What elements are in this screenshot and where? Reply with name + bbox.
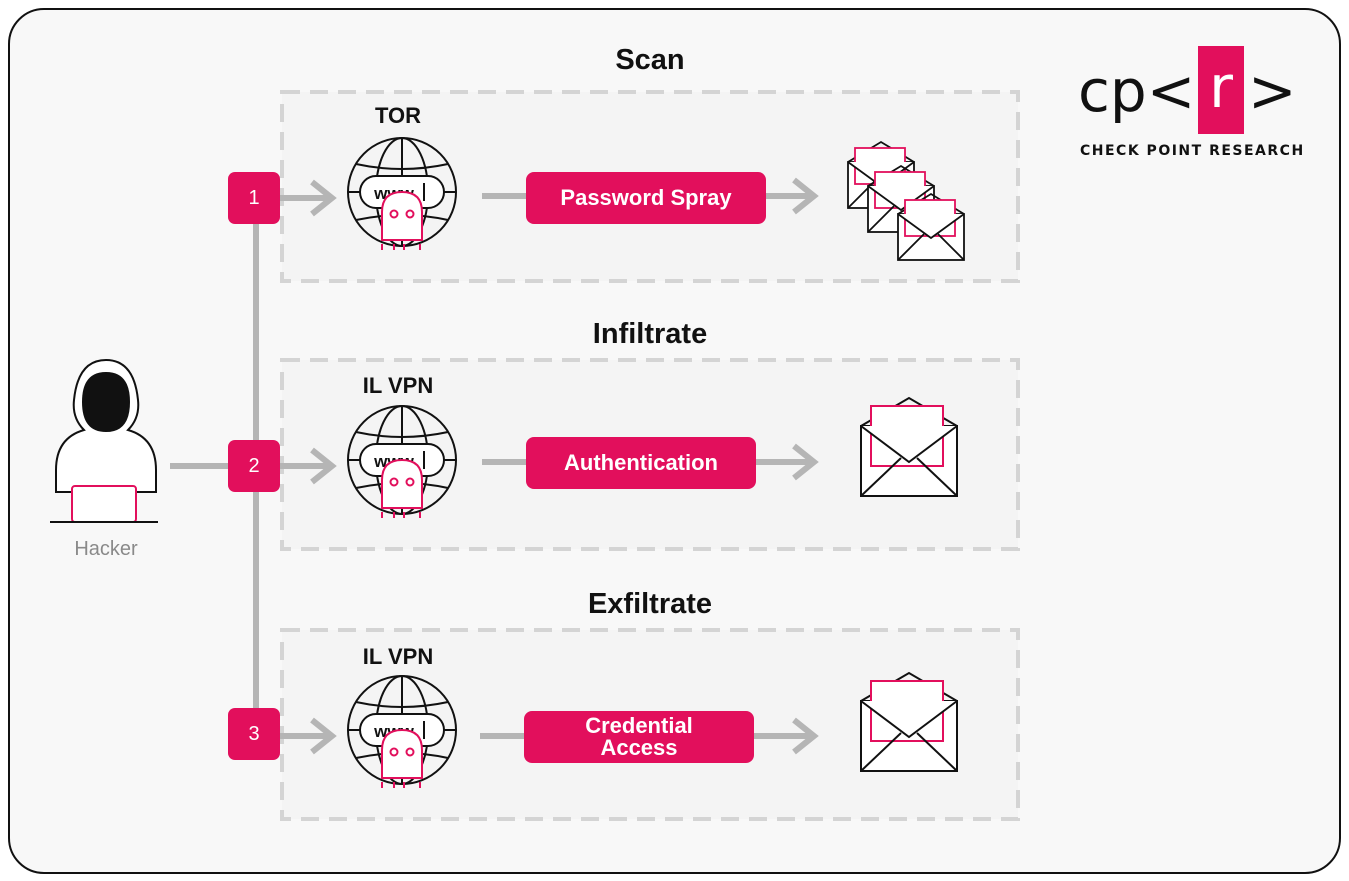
stage-title-infiltrate: Infiltrate — [592, 318, 708, 350]
step-badge-2: 2 — [228, 440, 280, 492]
action-pill-credential-access: Credential Access — [524, 711, 754, 763]
arrow-step-to-network — [280, 179, 337, 755]
logo-prefix: cp< — [1078, 57, 1196, 125]
network-label-vpn: IL VPN — [362, 644, 434, 669]
stage-title-scan: Scan — [615, 44, 685, 76]
action-pill-password-spray: Password Spray — [526, 172, 766, 224]
open-envelope-icon — [860, 397, 958, 497]
open-envelope-icon — [860, 672, 958, 772]
logo-subtitle: CHECK POINT RESEARCH — [1080, 143, 1305, 159]
action-pill-authentication: Authentication — [526, 437, 756, 489]
stage-title-exfiltrate: Exfiltrate — [587, 588, 713, 620]
arrow-action-to-target — [752, 177, 819, 755]
actor-label: Hacker — [74, 538, 138, 560]
step-badge-1: 1 — [228, 172, 280, 224]
hooded-hacker-icon — [50, 358, 158, 523]
step-badge-3: 3 — [228, 708, 280, 760]
network-label-vpn: IL VPN — [362, 373, 434, 398]
network-label-tor: TOR — [374, 103, 422, 128]
connector-network-to-action — [480, 193, 528, 739]
logo-suffix: > — [1248, 57, 1297, 125]
logo-highlight: r — [1198, 46, 1244, 134]
